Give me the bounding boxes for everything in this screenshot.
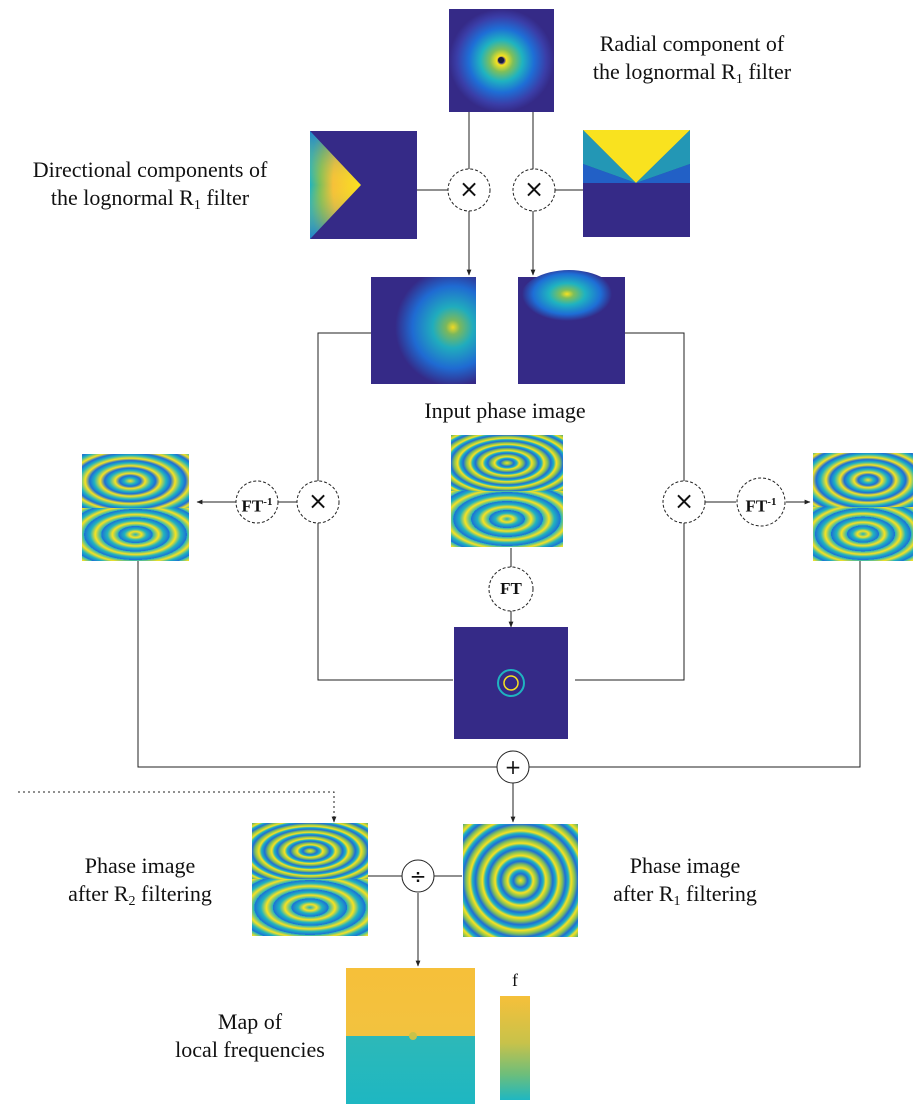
input-phase-image <box>451 435 563 547</box>
ft-label: FT <box>500 579 522 598</box>
divide-node <box>401 859 435 893</box>
map-label-line2: local frequencies <box>175 1037 325 1062</box>
directional-filter-left-image <box>310 131 417 239</box>
inverse-ft-node-right <box>736 477 786 527</box>
radial-label-line1: Radial component of <box>599 31 785 56</box>
input-phase-label: Input phase image <box>424 398 586 423</box>
phase-r2-label-line2: after R2 filtering <box>68 881 212 909</box>
phase-r2-label: Phase image after R2 filtering <box>35 852 245 909</box>
connector-lines <box>18 112 861 967</box>
radial-label-line2: the lognormal R1 filter <box>592 59 792 87</box>
multiply-glyph-right: × <box>523 175 545 203</box>
line-comb-left-down <box>317 332 371 482</box>
line-out-left-to-sum <box>137 561 497 768</box>
directional-filter-right-image <box>583 130 690 237</box>
divide-glyph: ÷ <box>409 864 427 888</box>
phase-r1-label-line1: Phase image <box>629 853 741 878</box>
local-frequency-map-label: Map of local frequencies <box>160 1008 340 1064</box>
line-comb-right-down <box>625 332 685 482</box>
ft-node <box>488 566 534 612</box>
filtered-output-right-image <box>813 453 913 561</box>
directional-label-line2: the lognormal R1 filter <box>50 185 250 213</box>
inverse-ft-label-right: FT-1 <box>745 496 777 516</box>
colorbar <box>500 996 530 1100</box>
phase-r1-label-line2: after R1 filtering <box>613 881 757 909</box>
multiply-node-right <box>512 168 556 212</box>
colorbar-label: f <box>512 970 518 990</box>
sum-glyph: + <box>504 755 522 779</box>
local-frequency-map-image <box>346 968 475 1104</box>
phase-after-r1-image <box>463 824 578 937</box>
line-loop-right-bottom <box>575 523 685 681</box>
multiply-node-left <box>447 168 491 212</box>
phase-r2-label-line1: Phase image <box>84 853 196 878</box>
directional-label-line1: Directional components of <box>32 157 268 182</box>
dotted-arrow-to-r2 <box>18 791 337 823</box>
radial-filter-image <box>449 9 554 112</box>
inverse-ft-node-left <box>235 480 279 524</box>
multiply-glyph-loop-left: × <box>307 487 329 515</box>
phase-r1-label: Phase image after R1 filtering <box>585 852 785 909</box>
filtered-output-left-image <box>82 454 189 561</box>
combined-filter-right-image <box>518 270 625 384</box>
multiply-glyph-loop-right: × <box>673 487 695 515</box>
directional-components-label: Directional components of the lognormal … <box>5 156 295 213</box>
line-loop-left-bottom <box>317 523 453 681</box>
multiply-node-loop-right <box>662 480 706 524</box>
multiply-glyph-left: × <box>458 175 480 203</box>
map-label-line1: Map of <box>217 1009 283 1034</box>
fourier-spectrum-image <box>454 627 568 739</box>
multiply-node-loop-left <box>296 480 340 524</box>
sum-node <box>496 750 530 784</box>
combined-filter-left-image <box>371 277 476 384</box>
line-out-right-to-sum <box>528 561 861 768</box>
radial-component-label: Radial component of the lognormal R1 fil… <box>562 30 822 87</box>
inverse-ft-label-left: FT-1 <box>241 496 273 516</box>
phase-after-r2-image <box>252 823 368 936</box>
